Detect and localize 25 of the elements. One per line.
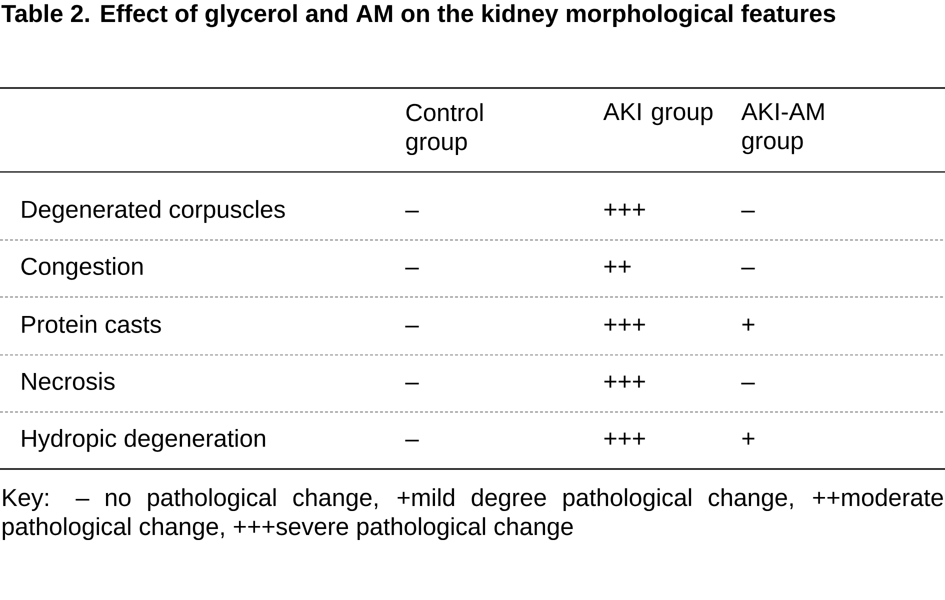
cell-value: –	[405, 326, 419, 328]
cell-value: –	[741, 268, 755, 270]
cell-value: –	[405, 210, 419, 212]
cell-value: +++	[604, 318, 645, 331]
cell-value: ++	[604, 260, 631, 273]
cell-value: –	[405, 268, 419, 270]
cell-value: +++	[604, 432, 645, 445]
column-header: AKI-AM group	[741, 103, 824, 154]
row-label: Protein casts	[22, 315, 161, 334]
cell-value: +++	[604, 376, 645, 388]
column-header: AKI group	[603, 103, 712, 126]
key-note: Key: – no pathological change, +mild degree pathological change, ++moderate pathological change, +++severe pathological change	[2, 488, 943, 540]
row-label: Necrosis	[22, 372, 115, 390]
column-header: Control group	[406, 103, 483, 156]
cell-value: –	[741, 210, 755, 212]
cell-value: –	[405, 382, 419, 384]
cell-value: –	[405, 440, 419, 442]
row-label: Congestion	[21, 257, 143, 280]
row-label: Hydropic degeneration	[22, 429, 266, 452]
cell-value: +	[742, 432, 754, 445]
cell-value: –	[741, 382, 755, 384]
row-label: Degenerated corpuscles	[22, 200, 285, 223]
table-title: Table 2. Effect of glycerol and AM on the kidney morphological features	[1, 4, 836, 28]
cell-value: +	[742, 318, 754, 331]
cell-value: +++	[604, 204, 645, 216]
